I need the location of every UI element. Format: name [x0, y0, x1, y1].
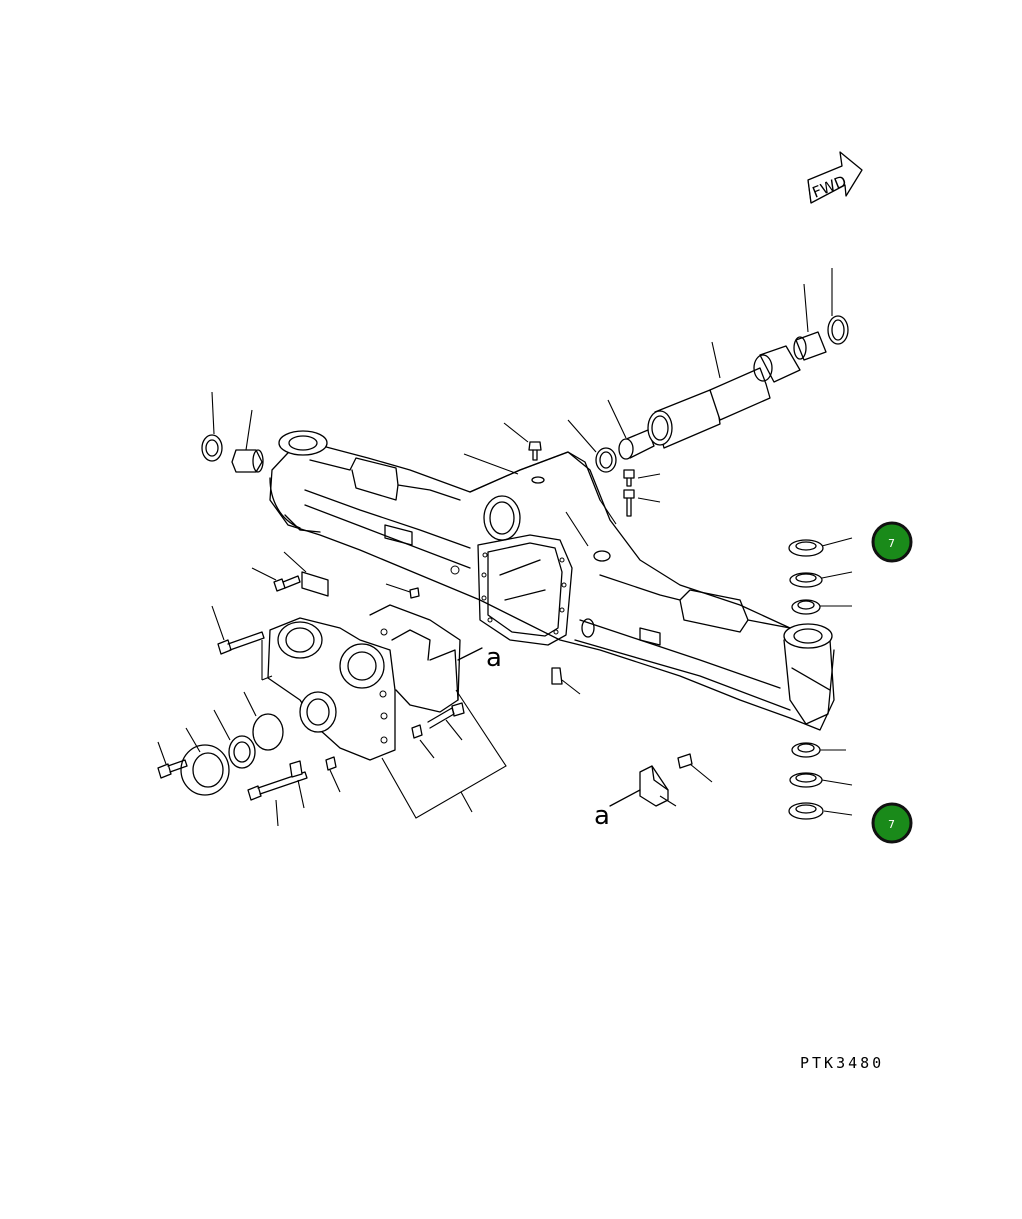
drawing-code: PTK3480 — [800, 1054, 884, 1072]
reference-badge-upper[interactable]: 7 — [871, 521, 913, 563]
badge-circle — [871, 802, 913, 844]
bearing-cover — [180, 713, 284, 796]
detail-letter-a-upper: a — [486, 643, 502, 673]
support-bracket — [267, 604, 461, 761]
bolt-set-bottom — [157, 571, 693, 801]
fwd-arrow-icon: FWD — [807, 151, 863, 204]
washer-stack — [788, 539, 824, 820]
seal-left — [201, 434, 264, 473]
reference-badge-lower[interactable]: 7 — [871, 802, 913, 844]
bolt-set-top — [528, 441, 635, 517]
leader-lines — [157, 268, 853, 827]
axle-housing — [269, 430, 835, 731]
badge-circle — [871, 521, 913, 563]
detail-letter-a-lower: a — [594, 801, 610, 831]
badge-label: 7 — [888, 537, 895, 550]
badge-label: 7 — [888, 818, 895, 831]
trunnion-pin — [595, 315, 849, 473]
